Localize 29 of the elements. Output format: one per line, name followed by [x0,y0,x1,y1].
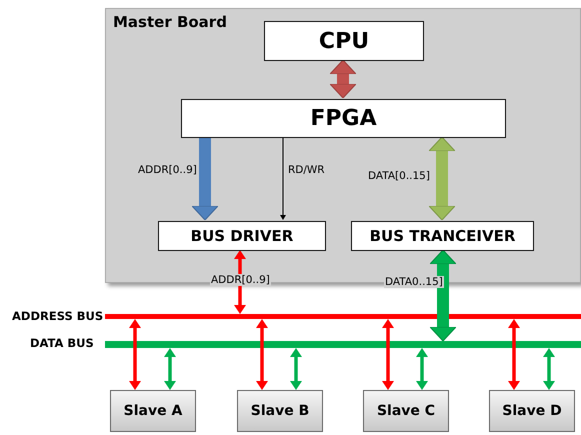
slave-box: Slave D [489,390,575,432]
board-title: Master Board [113,13,227,31]
arrow [256,319,268,390]
bus-label: ADDRESS BUS [12,309,104,323]
edge-label: DATA0..15] [384,276,444,288]
arrow [508,319,520,390]
arrow [543,348,555,390]
component-box: FPGA [181,99,506,138]
component-box: CPU [264,21,424,61]
arrow [416,348,428,390]
arrow [428,136,456,220]
arrow [382,319,394,390]
bus-label: DATA BUS [30,336,94,350]
slave-box: Slave A [110,390,196,432]
slave-box: Slave C [363,390,449,432]
arrow [280,136,286,220]
slave-box: Slave B [237,390,323,432]
edge-label: ADDR[0..9] [137,164,198,176]
edge-label: ADDR[0..9] [210,274,271,286]
component-box: BUS DRIVER [158,221,326,251]
arrow [290,348,302,390]
arrow [164,348,176,390]
component-box: BUS TRANCEIVER [351,221,534,251]
arrow [330,60,356,98]
arrow [192,137,218,220]
edge-label: DATA[0..15] [367,170,431,182]
arrow [129,319,141,390]
arrow [430,250,456,342]
edge-label: RD/WR [287,164,326,176]
